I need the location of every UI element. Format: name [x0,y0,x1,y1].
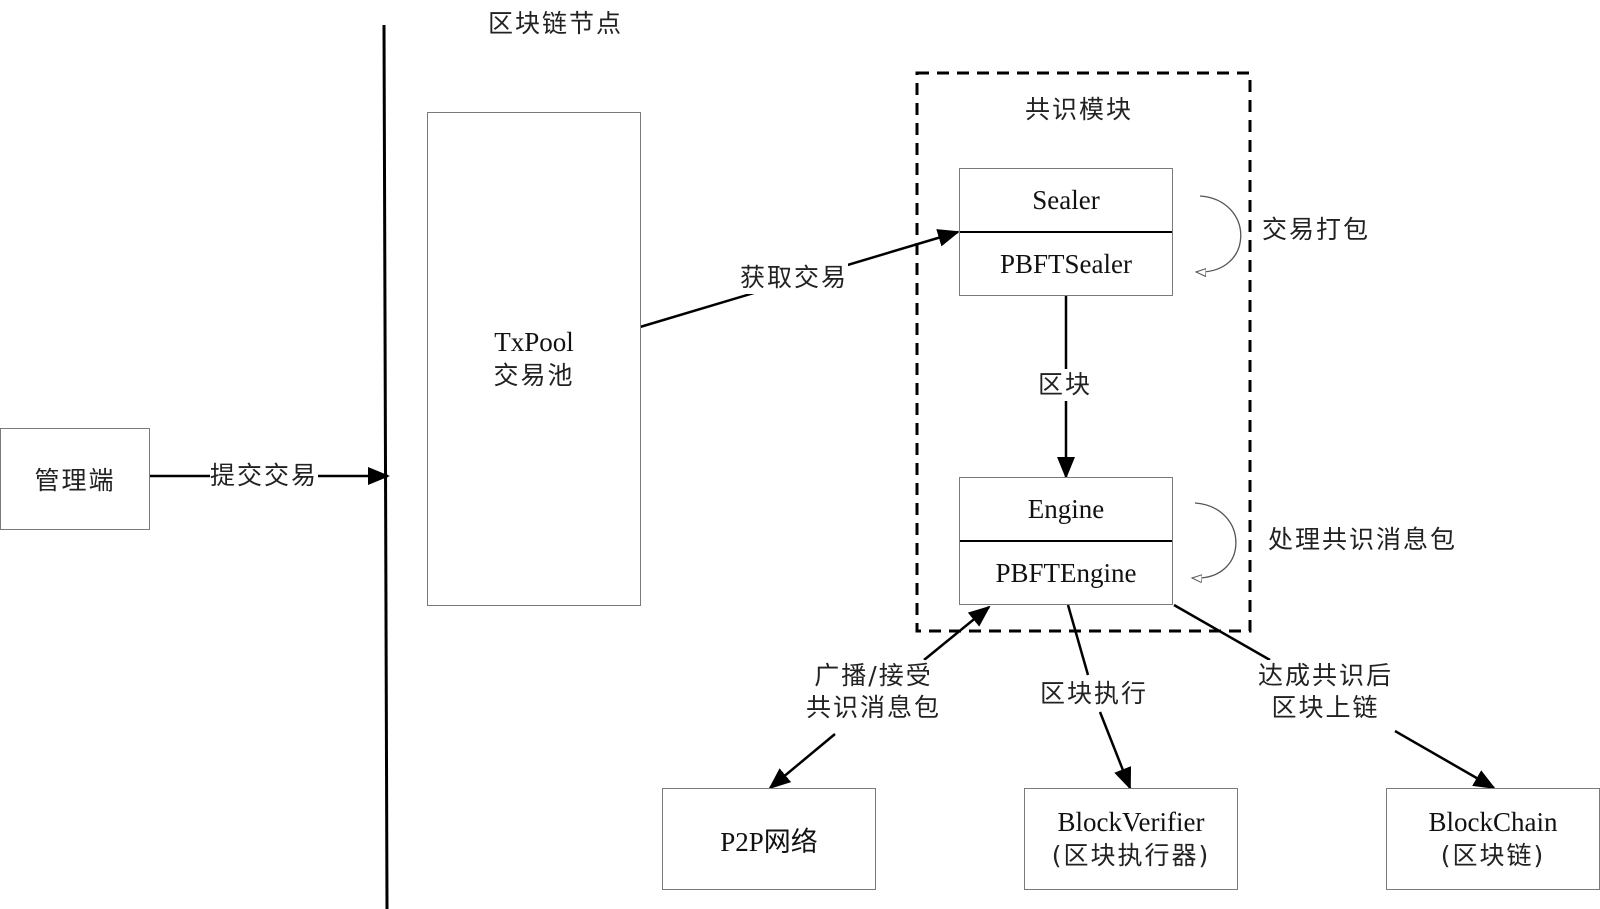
pack-tx-label: 交易打包 [1262,214,1371,246]
fetch-tx-label: 获取交易 [740,262,849,294]
commit-label-line1: 达成共识后 [1258,661,1394,690]
commit-label-line2: 区块上链 [1271,693,1380,722]
sealer-interface: Sealer [1032,184,1100,215]
admin-node[interactable]: 管理端 [0,428,150,530]
engine-impl: PBFTEngine [995,557,1137,588]
blockchain-node[interactable]: BlockChain (区块链) [1386,788,1600,890]
block-verifier-cn-name: (区块执行器) [1051,841,1211,870]
p2p-label: P2P网络 [720,826,818,857]
admin-label: 管理端 [34,466,116,495]
blockchain-name: BlockChain [1428,807,1558,837]
blockchain-node-title: 区块链节点 [488,8,624,40]
sealer-impl: PBFTSealer [1000,248,1132,279]
p2p-network-node[interactable]: P2P网络 [662,788,876,890]
txpool-name: TxPool [494,327,574,357]
block-verifier-name: BlockVerifier [1057,807,1205,837]
broadcast-arrow-up [923,605,991,661]
sealer-node[interactable]: Sealer PBFTSealer [959,168,1173,296]
commit-arrow [1394,729,1496,790]
block-exec-arrow [1098,711,1132,790]
node-boundary-line [382,24,389,909]
blockchain-cn-name: (区块链) [1440,841,1546,870]
broadcast-label-line1: 广播/接受 [814,661,933,690]
block-label: 区块 [1038,369,1093,401]
commit-label: 达成共识后 区块上链 [1258,660,1394,724]
submit-tx-label: 提交交易 [210,460,319,492]
block-verifier-node[interactable]: BlockVerifier (区块执行器) [1024,788,1238,890]
broadcast-label-line2: 共识消息包 [806,693,942,722]
process-msg-loop [1192,502,1237,578]
txpool-cn-name: 交易池 [493,361,575,390]
txpool-node[interactable]: TxPool 交易池 [427,112,641,606]
process-msg-label: 处理共识消息包 [1268,524,1458,556]
pack-tx-loop [1196,195,1242,272]
consensus-module-title: 共识模块 [1025,94,1134,126]
commit-line [1173,603,1271,662]
broadcast-arrow-down [768,733,836,790]
engine-interface: Engine [1027,493,1105,524]
block-exec-label: 区块执行 [1040,678,1149,710]
engine-node[interactable]: Engine PBFTEngine [959,477,1173,605]
broadcast-label: 广播/接受 共识消息包 [806,660,942,724]
consensus-module-border [915,71,1252,633]
block-exec-line [1066,604,1090,676]
